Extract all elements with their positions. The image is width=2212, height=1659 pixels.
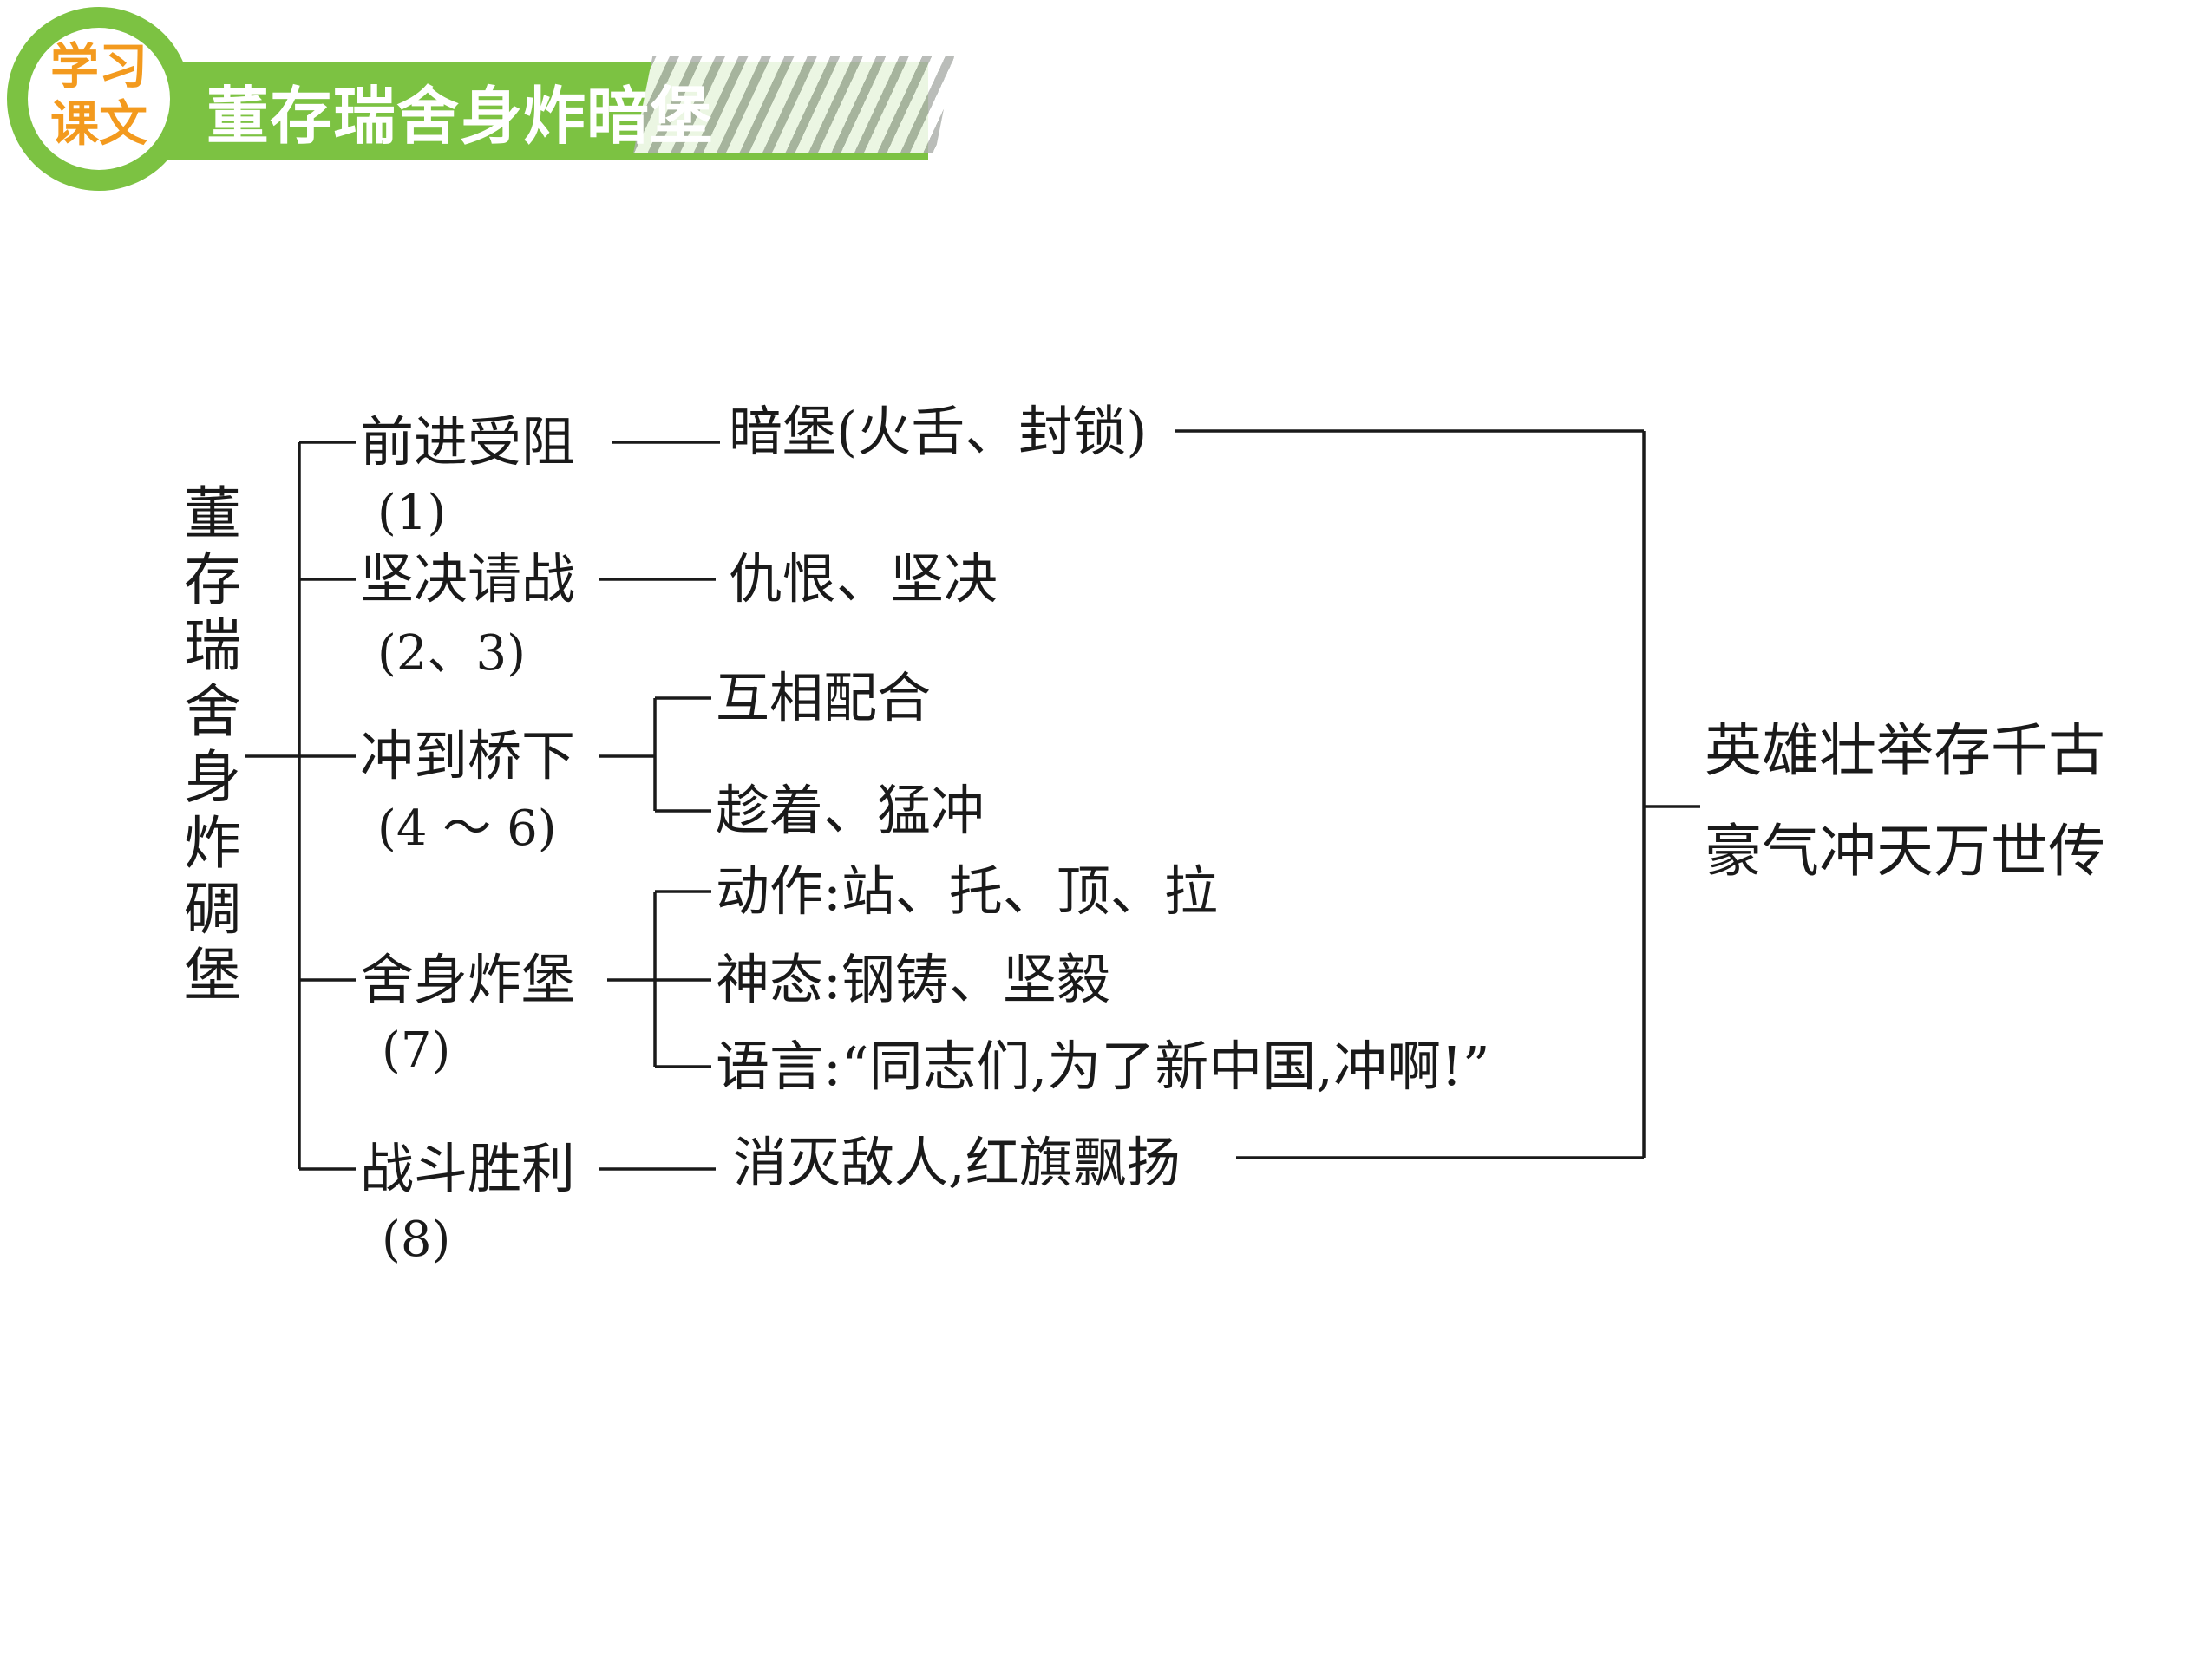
detail-1-1: 暗堡(火舌、封锁) [729, 400, 1148, 463]
section-label-1: 前进受阻 [360, 410, 576, 474]
detail-4-2: 神态:钢铸、坚毅 [716, 948, 1110, 1011]
badge-label-line1: 学习 [50, 39, 147, 95]
section-label-4: 舍身炸堡 [360, 948, 576, 1011]
badge-label-line2: 课文 [50, 96, 147, 153]
section-label-5: 战斗胜利 [360, 1137, 576, 1200]
section-paras-3: (4 ～ 6) [377, 800, 557, 857]
diagram-root-title: 董存瑞舍身炸碉堡 [184, 480, 241, 1009]
detail-4-1: 动作:站、托、顶、拉 [716, 859, 1218, 923]
detail-2-1: 仇恨、坚决 [729, 547, 998, 611]
section-label-3: 冲到桥下 [360, 724, 576, 787]
detail-5-1: 消灭敌人,红旗飘扬 [733, 1131, 1181, 1194]
section-paras-2: (2、3) [377, 625, 526, 682]
detail-4-3: 语言:“同志们,为了新中国,冲啊!” [716, 1035, 1490, 1098]
lesson-badge: 学习 课文 [7, 7, 191, 191]
section-paras-5: (8) [382, 1212, 451, 1268]
section-paras-4: (7) [382, 1022, 451, 1079]
section-label-2: 坚决请战 [360, 547, 576, 611]
conclusion-line-2: 豪气冲天万世传 [1705, 818, 2105, 885]
lesson-badge-inner: 学习 课文 [28, 28, 170, 170]
lesson-title: 董存瑞舍身炸暗堡 [206, 80, 714, 153]
detail-3-1: 互相配合 [716, 666, 932, 729]
section-paras-1: (1) [377, 485, 447, 541]
header-stripes [633, 56, 954, 153]
conclusion-line-1: 英雄壮举存千古 [1705, 717, 2105, 784]
detail-3-2: 趁着、猛冲 [716, 779, 985, 842]
